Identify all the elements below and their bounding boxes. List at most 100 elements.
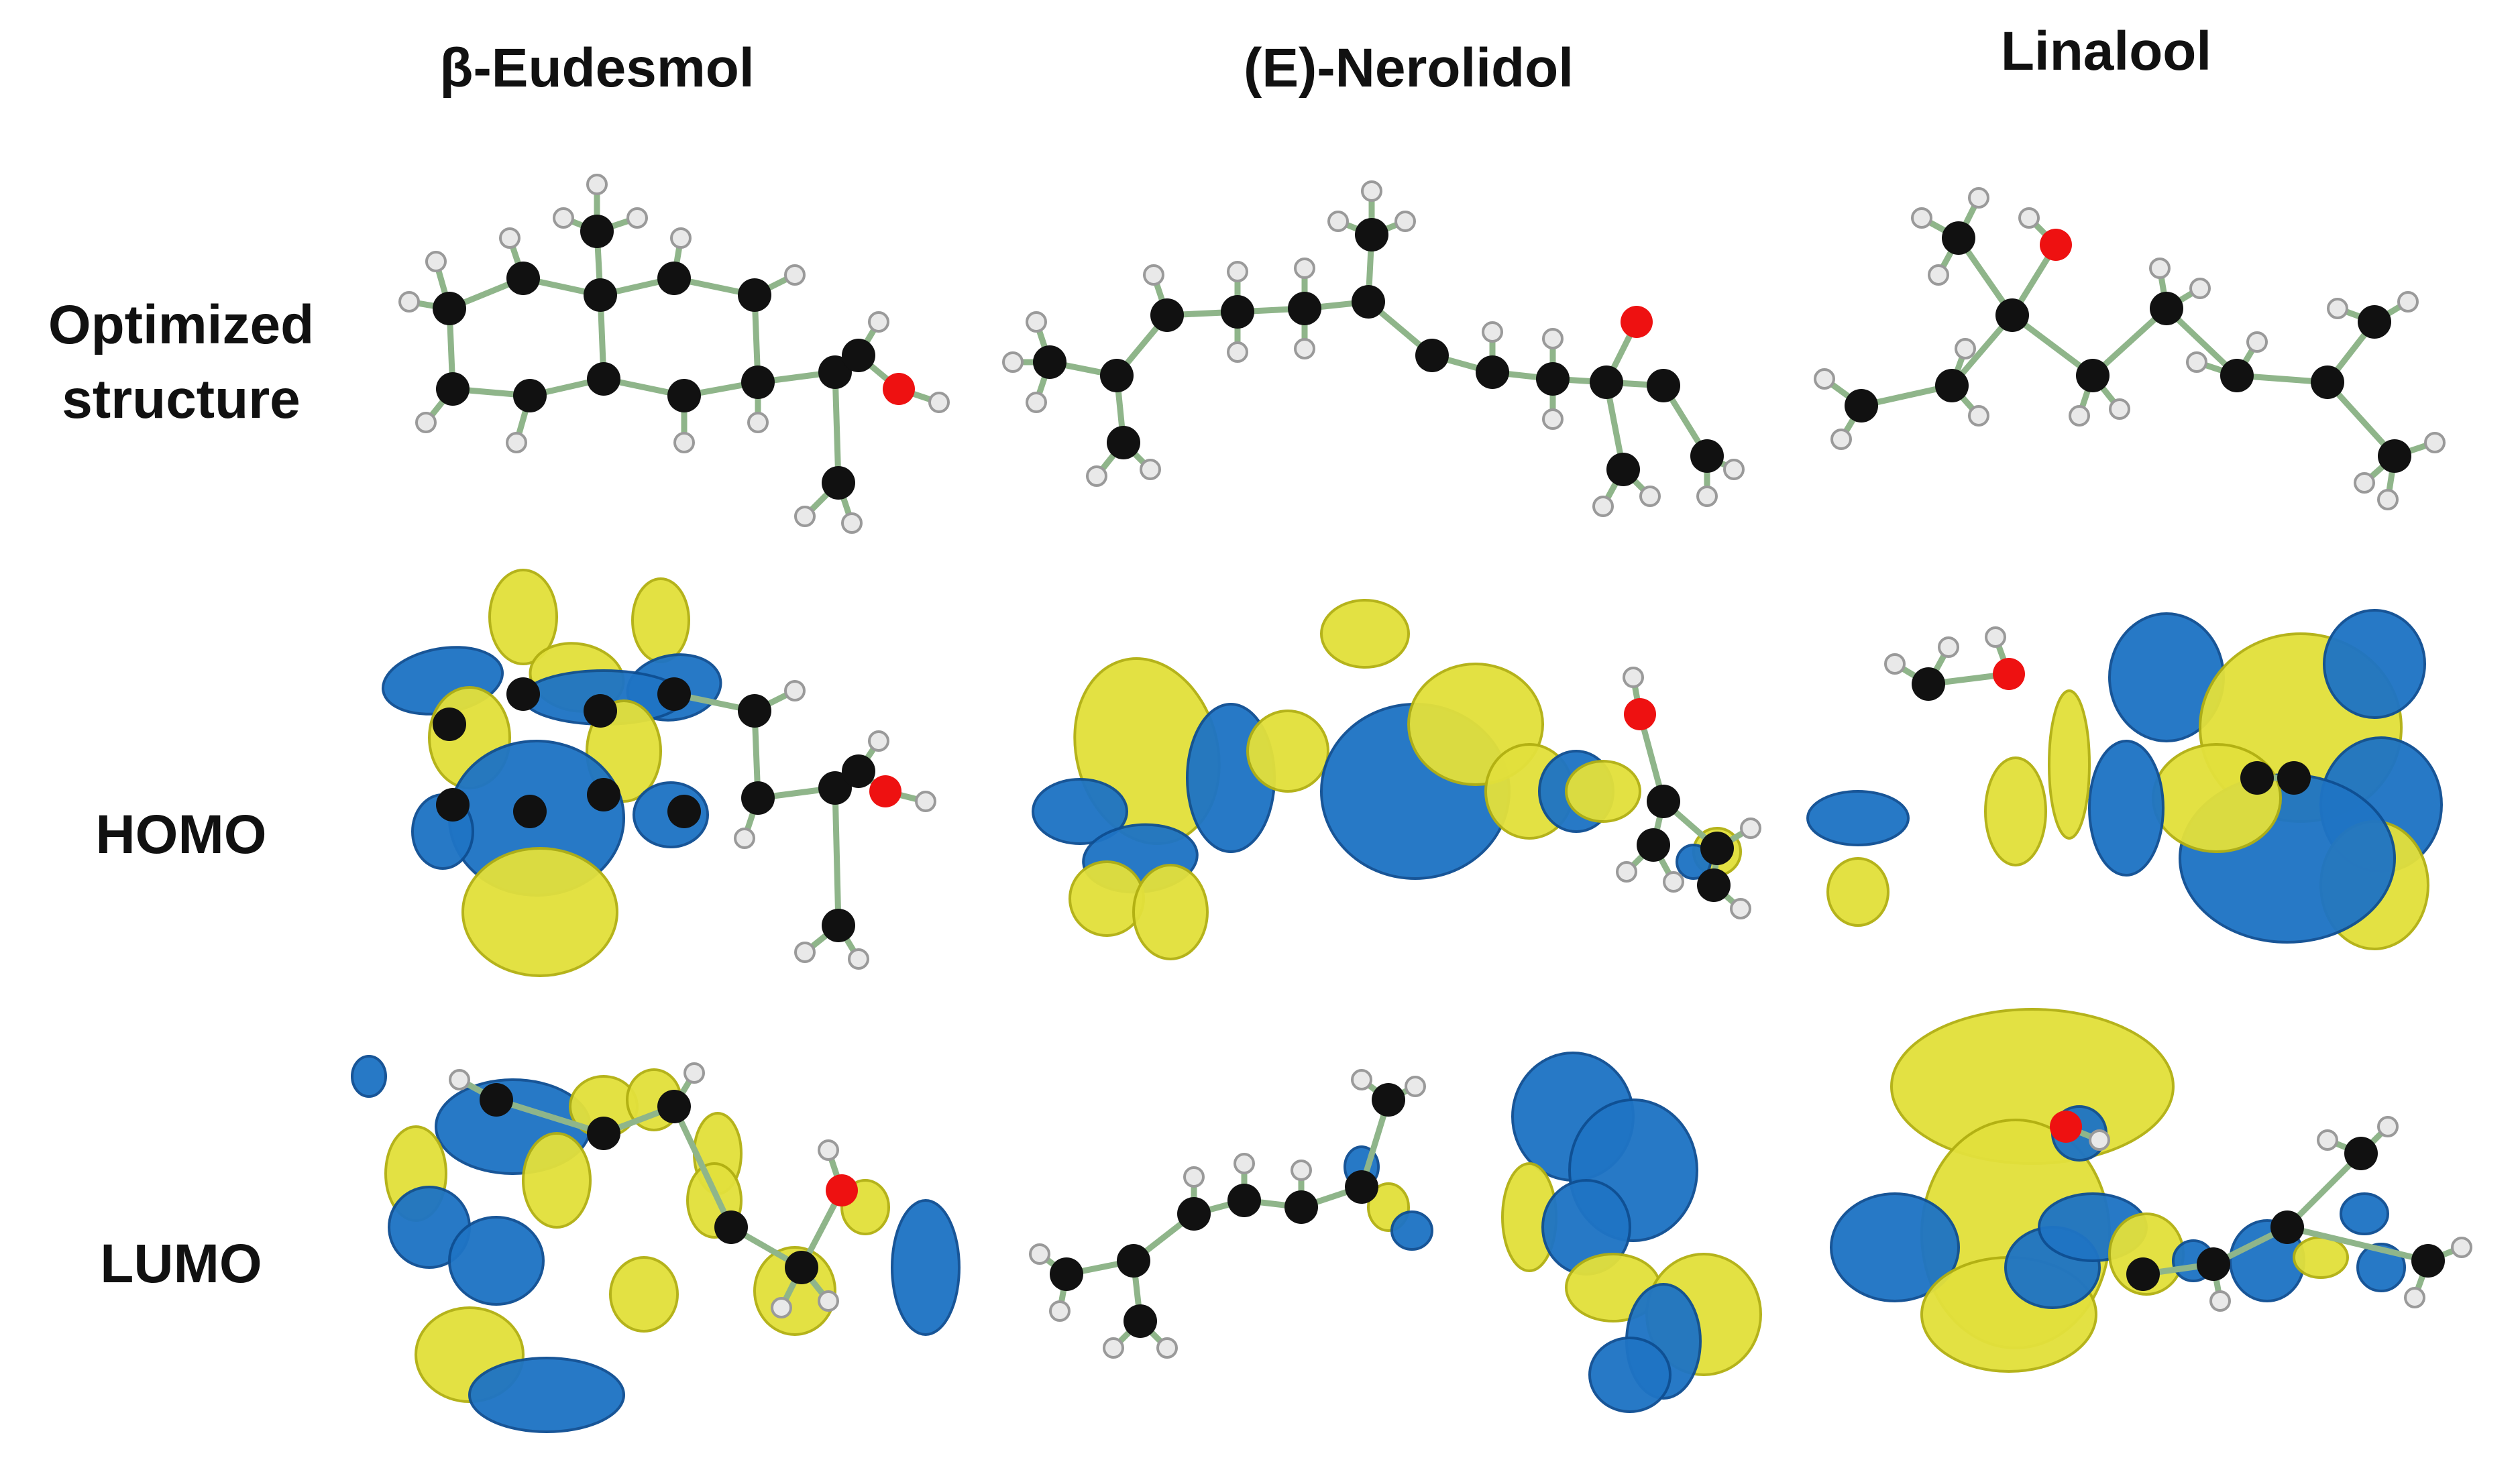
e-nerolidol-homo [1032, 599, 1761, 960]
carbon-atom [2358, 305, 2391, 339]
carbon-atom [1536, 362, 1570, 396]
hydrogen-atom [1938, 636, 1959, 658]
carbon-atom [587, 362, 620, 396]
orbital-lobe-negative [522, 1132, 592, 1229]
orbital-lobe-positive [468, 1357, 625, 1433]
carbon-atom [1647, 785, 1680, 818]
carbon-atom [2270, 1210, 2304, 1244]
hydrogen-atom [794, 942, 816, 963]
orbital-lobe-positive [2088, 740, 2165, 877]
hydrogen-atom [586, 174, 608, 195]
beta-eudesmol-homo [381, 569, 936, 977]
orbital-lobe-positive [891, 1199, 961, 1336]
hydrogen-atom [1026, 392, 1047, 413]
carbon-atom [506, 677, 540, 711]
bond [2284, 1224, 2431, 1264]
hydrogen-atom [868, 730, 889, 752]
carbon-atom [1372, 1083, 1405, 1117]
hydrogen-atom [2354, 472, 2375, 494]
hydrogen-atom [1026, 311, 1047, 333]
bond [832, 369, 842, 486]
hydrogen-atom [1103, 1337, 1124, 1359]
carbon-atom [587, 778, 620, 811]
carbon-atom [2411, 1244, 2445, 1278]
hydrogen-atom [2018, 207, 2040, 229]
hydrogen-atom [425, 251, 447, 272]
carbon-atom [1476, 355, 1509, 389]
hydrogen-atom [2424, 432, 2446, 453]
carbon-atom [741, 781, 775, 815]
orbital-lobe-positive [1032, 778, 1128, 845]
carbon-atom [1107, 426, 1140, 459]
carbon-atom [1227, 1184, 1261, 1217]
hydrogen-atom [1696, 486, 1718, 507]
carbon-atom [1150, 298, 1184, 332]
hydrogen-atom [1227, 261, 1248, 282]
carbon-atom [513, 379, 547, 412]
hydrogen-atom [747, 412, 769, 433]
hydrogen-atom [2069, 405, 2090, 427]
hydrogen-atom [626, 207, 648, 229]
hydrogen-atom [506, 432, 527, 453]
carbon-atom [738, 694, 771, 728]
carbon-atom [657, 1090, 691, 1123]
carbon-atom [436, 372, 470, 406]
hydrogen-atom [1140, 459, 1161, 480]
carbon-atom [1124, 1304, 1157, 1338]
carbon-atom [1284, 1190, 1318, 1224]
hydrogen-atom [818, 1139, 839, 1161]
hydrogen-atom [670, 227, 692, 249]
hydrogen-atom [868, 311, 889, 333]
carbon-atom [2220, 359, 2254, 392]
carbon-atom [1345, 1170, 1378, 1204]
orbital-lobe-negative [1826, 857, 1889, 927]
orbital-lobe-negative [488, 569, 558, 665]
hydrogen-atom [1029, 1243, 1050, 1265]
orbital-lobe-negative [1984, 756, 2047, 866]
orbital-lobe-positive [1830, 1192, 1960, 1302]
hydrogen-atom [2397, 291, 2419, 313]
carbon-atom [785, 1251, 818, 1284]
bond [832, 785, 842, 929]
orbital-lobe-positive [351, 1055, 387, 1098]
hydrogen-atom [1723, 459, 1745, 480]
hydrogen-atom [2149, 258, 2171, 279]
hydrogen-atom [818, 1290, 839, 1312]
orbital-lobe-negative [609, 1256, 679, 1333]
bond [493, 1096, 607, 1137]
carbon-atom [1050, 1257, 1083, 1291]
carbon-atom [657, 677, 691, 711]
row-label-line: HOMO [95, 804, 267, 865]
orbital-lobe-negative [2293, 1236, 2349, 1279]
hydrogen-atom [1405, 1076, 1426, 1097]
carbon-atom [822, 909, 855, 942]
linalool-homo [1806, 609, 2443, 950]
hydrogen-atom [1294, 258, 1315, 279]
carbon-atom [667, 379, 701, 412]
carbon-atom [2126, 1257, 2160, 1291]
carbon-atom [2277, 761, 2311, 795]
carbon-atom [1352, 285, 1385, 319]
hydrogen-atom [1814, 368, 1835, 390]
hydrogen-atom [1911, 207, 1932, 229]
hydrogen-atom [928, 392, 950, 413]
hydrogen-atom [794, 506, 816, 527]
carbon-atom [1942, 221, 1975, 255]
hydrogen-atom [1592, 496, 1614, 517]
carbon-atom [1606, 453, 1640, 486]
carbon-atom [1033, 345, 1066, 379]
carbon-atom [1700, 832, 1734, 865]
carbon-atom [2311, 365, 2344, 399]
orbital-lobe-negative [1069, 860, 1145, 937]
hydrogen-atom [1361, 180, 1382, 202]
hydrogen-atom [771, 1297, 792, 1318]
bond [671, 1103, 734, 1231]
carbon-atom [1690, 439, 1724, 473]
carbon-atom [657, 262, 691, 295]
hydrogen-atom [2189, 278, 2211, 299]
carbon-atom [1221, 295, 1254, 329]
row-label-line: Optimized [48, 294, 315, 355]
hydrogen-atom [2377, 489, 2399, 510]
carbon-atom [1845, 389, 1878, 422]
